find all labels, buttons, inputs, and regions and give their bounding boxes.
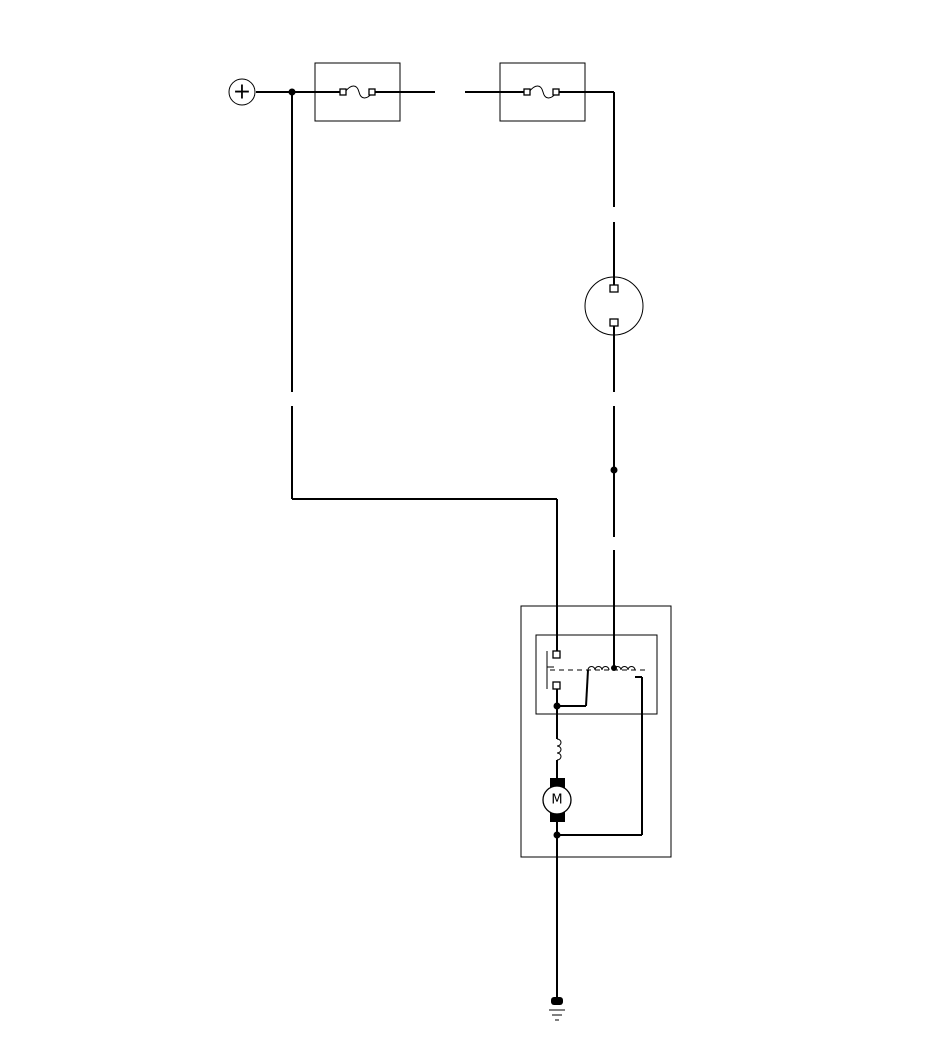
junction-dot	[553, 831, 561, 839]
relay-return-wire	[557, 677, 643, 836]
fuse-icon	[314, 62, 401, 122]
power-symbol: +	[233, 80, 251, 105]
ground-icon	[549, 997, 565, 1021]
motor-assembly-box	[520, 605, 672, 858]
fuse-icon	[499, 62, 586, 122]
motor-icon: M	[542, 778, 572, 822]
battery-positive-icon: +	[228, 78, 256, 106]
field-coil-icon	[556, 738, 562, 761]
motor-label: M	[551, 793, 562, 808]
left-supply-wire	[291, 92, 558, 655]
round-connector-icon	[584, 276, 644, 336]
relay-icon	[535, 634, 658, 715]
junction-dot	[610, 466, 618, 474]
